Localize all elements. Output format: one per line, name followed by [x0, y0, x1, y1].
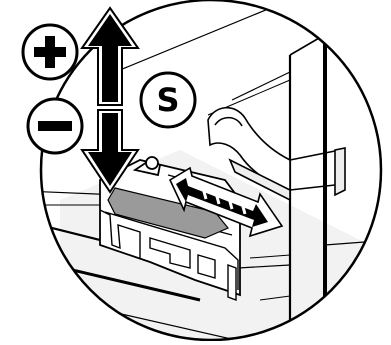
s-label: S — [156, 81, 179, 119]
minus-circle-icon — [28, 99, 82, 153]
s-circle-icon: S — [141, 73, 195, 127]
plus-circle-icon — [23, 25, 77, 79]
up-arrow-fill — [88, 14, 132, 102]
